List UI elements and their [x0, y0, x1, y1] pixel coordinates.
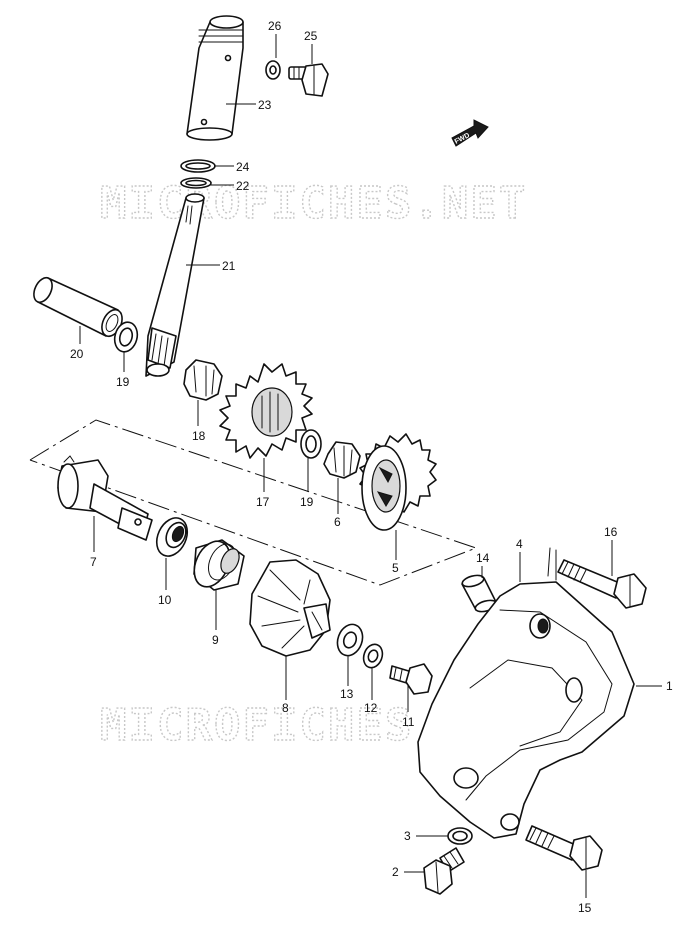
callout-18: 18 — [192, 429, 206, 443]
part-11-drain-bolt — [389, 663, 433, 695]
callout-5: 5 — [392, 561, 399, 575]
part-8-impeller — [249, 559, 331, 657]
part-23-shaft-tube — [186, 15, 244, 141]
part-7-kick-shaft — [57, 455, 153, 541]
part-20-sleeve — [33, 276, 123, 338]
callout-22: 22 — [236, 179, 250, 193]
callout-13: 13 — [340, 687, 354, 701]
callout-19-middle: 19 — [300, 495, 314, 509]
callout-8: 8 — [282, 701, 289, 715]
callout-1: 1 — [666, 679, 673, 693]
fwd-label: FWD — [454, 132, 471, 146]
part-9-mechanical-seal — [193, 539, 245, 591]
part-25-bolt — [288, 63, 329, 97]
part-21-shaft — [145, 193, 205, 377]
callout-20: 20 — [70, 347, 84, 361]
callout-2: 2 — [392, 865, 399, 879]
part-26-washer — [265, 60, 281, 80]
callout-6: 6 — [334, 515, 341, 529]
part-3-washer — [447, 827, 473, 845]
part-1-pump-cover — [417, 547, 635, 839]
callout-24: 24 — [236, 160, 250, 174]
callout-11: 11 — [402, 715, 415, 729]
part-17-gear — [219, 363, 313, 459]
callout-9: 9 — [212, 633, 219, 647]
callout-19-left: 19 — [116, 375, 130, 389]
callout-16: 16 — [604, 525, 618, 539]
part-24-ring — [180, 159, 216, 173]
part-22-ring — [180, 177, 212, 189]
part-19-washer-middle — [300, 429, 322, 459]
watermark-top: MICROFICHES.NET — [100, 178, 527, 229]
callout-10: 10 — [158, 593, 172, 607]
callout-numbers: 1 2 3 4 5 6 7 8 9 10 11 12 13 14 15 16 1… — [70, 19, 673, 915]
part-12-gasket — [362, 643, 384, 669]
callout-25: 25 — [304, 29, 318, 43]
part-19-washer-left — [113, 321, 139, 353]
part-6-bushing — [323, 441, 361, 479]
callout-12: 12 — [364, 701, 378, 715]
part-13-washer — [336, 623, 364, 657]
part-18-bushing — [183, 359, 223, 401]
callout-14: 14 — [476, 551, 490, 565]
callout-15: 15 — [578, 901, 592, 915]
leader-lines — [79, 34, 662, 898]
callout-7: 7 — [90, 555, 97, 569]
part-15-bolt — [525, 825, 603, 871]
part-5-bevel-gear — [359, 433, 437, 531]
part-16-bolt — [557, 559, 647, 609]
callout-26: 26 — [268, 19, 282, 33]
callout-3: 3 — [404, 829, 411, 843]
callout-23: 23 — [258, 98, 272, 112]
callout-17: 17 — [256, 495, 270, 509]
part-10-oil-seal — [155, 517, 189, 557]
assembly-boundary — [29, 419, 478, 586]
part-2-bolt — [423, 847, 465, 895]
callout-21: 21 — [222, 259, 236, 273]
fwd-arrow-icon: FWD — [451, 119, 489, 147]
callout-4: 4 — [516, 537, 523, 551]
